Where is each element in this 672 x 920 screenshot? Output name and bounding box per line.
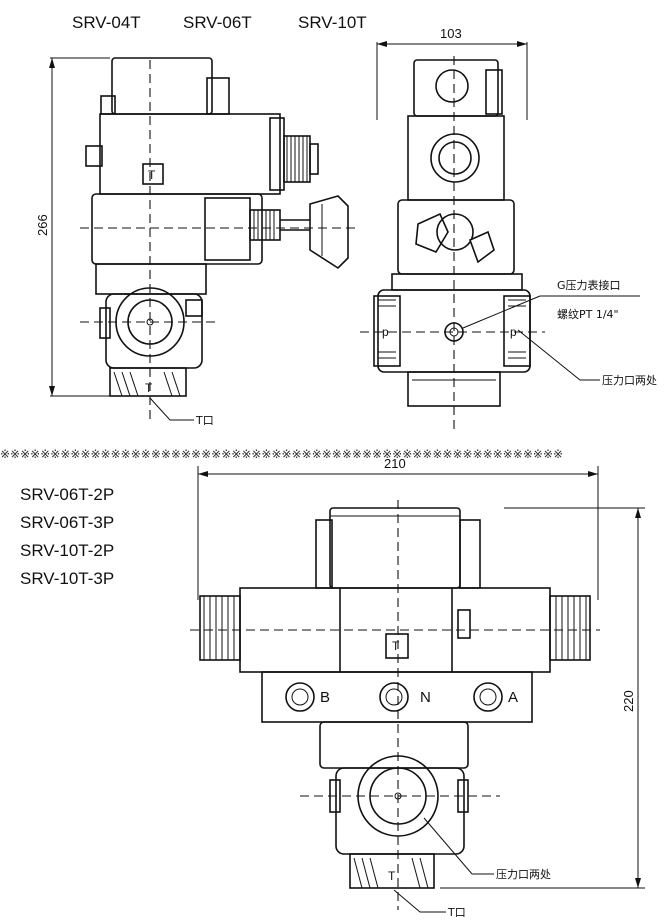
model-srv-06t: SRV-06T	[183, 13, 252, 32]
model-srv-10t-2p: SRV-10T-2P	[20, 541, 114, 560]
side-bottom-t-mark: T	[145, 381, 153, 395]
port-b-label: B	[320, 689, 330, 706]
separator-line: ※※※※※※※※※※※※※※※※※※※※※※※※※※※※※※※※※※※※※※※※…	[0, 447, 563, 461]
model-srv-04t: SRV-04T	[72, 13, 141, 32]
front-view-bottom: 210 220 T	[190, 456, 645, 919]
label-t-port-top: T口	[195, 414, 214, 427]
bottom-t-mark: T	[392, 639, 400, 653]
dim-top-width: 103	[440, 26, 462, 41]
side-t-mark: T	[148, 168, 156, 182]
side-view-top: 266 T	[35, 57, 360, 427]
label-gauge-port: G压力表接口	[557, 278, 621, 292]
dim-bottom-width: 210	[384, 456, 406, 471]
front-p-mark-right: p	[510, 325, 517, 339]
front-view-top: 103 p p	[360, 26, 657, 432]
label-t-port-bottom: T口	[447, 906, 466, 919]
label-pressure-ports-top: 压力口两处	[602, 374, 657, 387]
model-srv-10t-3p: SRV-10T-3P	[20, 569, 114, 588]
port-n-label: N	[420, 689, 431, 706]
model-srv-10t: SRV-10T	[298, 13, 367, 32]
label-pressure-ports-bottom: 压力口两处	[496, 868, 551, 881]
port-a-label: A	[508, 689, 518, 706]
label-thread: 螺纹PT 1/4"	[557, 307, 619, 321]
dim-top-height: 266	[35, 214, 50, 236]
bottom-fitting-t-mark: T	[388, 869, 396, 883]
dim-bottom-height: 220	[621, 690, 636, 712]
model-srv-06t-2p: SRV-06T-2P	[20, 485, 114, 504]
front-p-mark-left: p	[382, 325, 389, 339]
model-srv-06t-3p: SRV-06T-3P	[20, 513, 114, 532]
